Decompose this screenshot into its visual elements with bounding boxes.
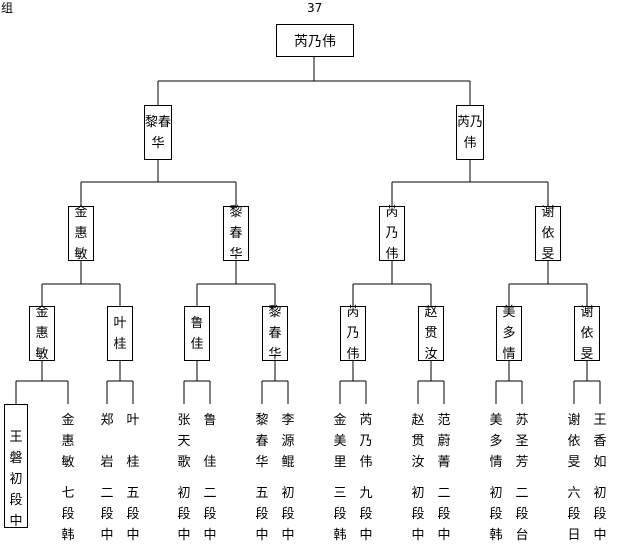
quarterfinal-box: 芮乃伟 [340,305,366,362]
quarterfinal-box: 美多情 [496,305,522,362]
player-name: 美 多 情 [489,413,503,470]
player-rank: 五 段 [126,486,140,522]
player-entry: 王 磐初 段中 [8,427,24,532]
player-name: 芮 乃 伟 [359,413,373,470]
player-rank: 二 段 [100,486,114,522]
player-region: 中 [9,514,23,529]
player-entry: 王 香 如初 段中 [592,410,608,546]
player-name: 赵 贯 汝 [411,413,425,470]
player-rank: 六 段 [567,486,581,522]
player-name: 李 源 鲲 [281,413,295,470]
player-region: 韩 [333,528,347,543]
player-name: 黎 春 华 [255,413,269,470]
quarterfinal-box: 叶桂 [107,306,133,361]
bracket-lines [15,57,601,404]
player-name: 鲁 佳 [203,413,217,470]
player-region: 中 [100,528,114,543]
player-rank: 初 段 [9,472,23,508]
player-region: 中 [255,528,269,543]
player-rank: 初 段 [593,486,607,522]
player-entry: 赵 贯 汝初 段中 [410,410,426,546]
champion-box: 芮乃伟 [276,24,354,57]
player-name: 张 天 歌 [177,413,191,470]
player-region: 中 [359,528,373,543]
player-name: 叶 桂 [126,413,140,470]
player-rank: 初 段 [281,486,295,522]
final-box: 芮乃伟 [456,105,484,160]
player-region: 中 [281,528,295,543]
semifinal-box: 黎春华 [223,205,249,262]
quarterfinal-box: 赵贯汝 [418,305,444,362]
quarterfinal-box: 黎春华 [262,305,288,362]
player-rank: 初 段 [411,486,425,522]
player-rank: 三 段 [333,486,347,522]
player-name: 金 惠 敏 [61,413,75,470]
player-entry: 芮 乃 伟九 段中 [358,410,374,546]
player-entry: 苏 圣 芳二 段台 [514,410,530,546]
semifinal-box: 芮乃伟 [379,205,405,262]
player-name: 王 香 如 [593,413,607,470]
semifinal-box: 谢依旻 [535,205,561,262]
player-entry: 范 蔚 菁二 段中 [436,410,452,546]
player-entry: 黎 春 华五 段中 [254,410,270,546]
semifinal-box: 金惠敏 [68,205,94,262]
player-region: 韩 [489,528,503,543]
player-region: 韩 [61,528,75,543]
player-entry: 金 美 里三 段韩 [332,410,348,546]
player-entry: 郑 岩二 段中 [99,410,115,546]
player-region: 台 [515,528,529,543]
player-rank: 五 段 [255,486,269,522]
player-rank: 初 段 [177,486,191,522]
quarterfinal-box: 谢依旻 [574,305,600,362]
player-rank: 九 段 [359,486,373,522]
player-name: 王 磐 [9,430,23,466]
player-region: 中 [593,528,607,543]
player-entry: 李 源 鲲初 段中 [280,410,296,546]
player-entry: 叶 桂五 段中 [125,410,141,546]
player-name: 苏 圣 芳 [515,413,529,470]
player-highlight-box [4,404,28,528]
player-name: 范 蔚 菁 [437,413,451,470]
player-region: 日 [567,528,581,543]
player-region: 中 [177,528,191,543]
player-entry: 金 惠 敏七 段韩 [60,410,76,546]
group-label: 组 [1,1,14,15]
player-region: 中 [437,528,451,543]
player-rank: 二 段 [515,486,529,522]
player-entry: 谢 依 旻六 段日 [566,410,582,546]
player-entry: 鲁 佳二 段中 [202,410,218,546]
player-entry: 张 天 歌初 段中 [176,410,192,546]
player-region: 中 [203,528,217,543]
player-region: 中 [411,528,425,543]
player-entry: 美 多 情初 段韩 [488,410,504,546]
player-region: 中 [126,528,140,543]
player-rank: 七 段 [61,486,75,522]
player-rank: 二 段 [437,486,451,522]
final-box: 黎春华 [144,105,172,160]
player-name: 谢 依 旻 [567,413,581,470]
player-name: 金 美 里 [333,413,347,470]
player-name: 郑 岩 [100,413,114,470]
quarterfinal-box: 金惠敏 [29,305,55,362]
quarterfinal-box: 鲁佳 [184,306,210,361]
player-rank: 二 段 [203,486,217,522]
page-number: 37 [307,1,323,15]
player-rank: 初 段 [489,486,503,522]
